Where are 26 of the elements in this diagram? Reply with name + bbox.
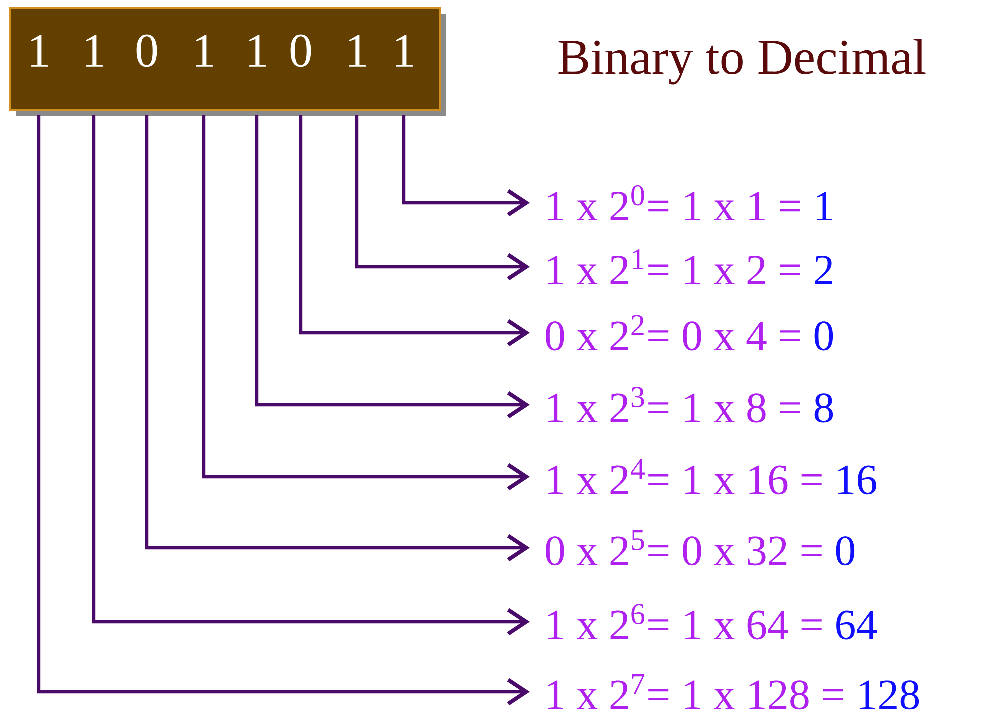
binary-digit: 1 [31, 35, 48, 67]
binary-digit: 1 [249, 35, 266, 67]
equation-text: 0 x 2$^{5}$= 0 x 32 = 0 [546, 530, 855, 566]
equation-text: 1 x 2$^{0}$= 1 x 1 = 1 [548, 185, 832, 221]
arrow [92, 115, 530, 636]
binary-digit: 1 [196, 35, 214, 67]
binary-digit: 0 [136, 34, 158, 68]
arrow [37, 115, 530, 706]
arrow [299, 115, 530, 347]
binary-digit: 1 [86, 35, 104, 67]
arrow [255, 115, 530, 419]
equation-text: 1 x 2$^{1}$= 1 x 2 = 2 [548, 250, 832, 284]
binary-digit: 0 [290, 34, 312, 68]
title: Binary to Decimal [558, 39, 926, 85]
arrow [402, 115, 530, 217]
equation-text: 1 x 2$^{6}$= 1 x 64 = 64 [548, 604, 878, 640]
arrow [202, 115, 530, 491]
equation-text: 1 x 2$^{3}$= 1 x 8 = 8 [548, 387, 834, 423]
arrow [145, 115, 530, 562]
equation-text: 1 x 2$^{7}$= 1 x 128 = 128 [548, 674, 920, 710]
digit-box [9, 7, 446, 116]
binary-digit: 1 [349, 35, 366, 67]
equation-text: 1 x 2$^{4}$= 1 x 16 = 16 [548, 459, 876, 495]
arrow [355, 115, 530, 281]
equation-text: 0 x 2$^{2}$= 0 x 4 = 0 [546, 315, 834, 351]
binary-digit: 1 [396, 35, 414, 67]
